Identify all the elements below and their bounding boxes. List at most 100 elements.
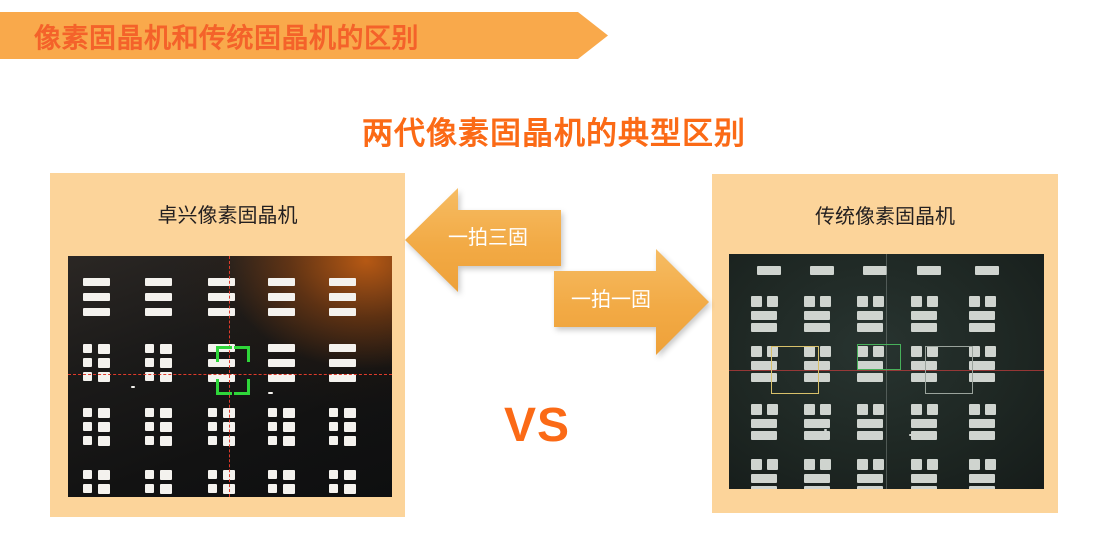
pixel-pad xyxy=(751,486,777,489)
pixel-pad xyxy=(98,484,110,494)
pixel-pad xyxy=(329,359,356,367)
pixel-pad xyxy=(969,296,980,307)
pixel-pad xyxy=(344,408,356,418)
pixel-pad xyxy=(145,408,154,417)
pixel-pad xyxy=(160,344,172,354)
pixel-pad xyxy=(804,311,830,320)
comparison-card-right: 传统像素固晶机 xyxy=(712,174,1058,513)
pixel-pad xyxy=(208,470,217,479)
pixel-pad xyxy=(83,308,110,316)
pixel-pad xyxy=(820,296,831,307)
pixel-pad xyxy=(223,408,235,418)
pixel-pad xyxy=(268,293,295,301)
pixel-pad xyxy=(160,408,172,418)
pixel-pad xyxy=(911,361,937,370)
pixel-pad xyxy=(751,323,777,332)
alignment-bracket-bottom-left xyxy=(216,379,232,395)
pixel-pad xyxy=(857,486,883,489)
pixel-pad xyxy=(283,470,295,480)
pixel-pad xyxy=(268,408,277,417)
arrow-right-label: 一拍一固 xyxy=(571,289,651,311)
pixel-pad xyxy=(911,404,922,415)
pixel-pad xyxy=(751,373,777,382)
pixel-pad xyxy=(757,266,781,275)
pixel-pad xyxy=(911,474,937,483)
pixel-pad xyxy=(329,408,338,417)
pixel-pad xyxy=(145,484,154,493)
pixel-pad xyxy=(767,404,778,415)
pixel-pad xyxy=(160,372,172,382)
pixel-pad xyxy=(268,344,295,352)
pixel-pad xyxy=(969,373,995,382)
pixel-pad xyxy=(857,404,868,415)
pixel-pad xyxy=(751,311,777,320)
pixel-pad xyxy=(820,459,831,470)
pixel-pad xyxy=(969,346,980,357)
card-title-right: 传统像素固晶机 xyxy=(815,206,955,228)
banner-background-shape xyxy=(0,12,608,59)
pixel-pad xyxy=(804,361,830,370)
pixel-pad xyxy=(751,431,777,440)
pixel-pad xyxy=(268,278,295,286)
pixel-pad xyxy=(751,361,777,370)
pixel-pad xyxy=(857,419,883,428)
pixel-pad xyxy=(751,296,762,307)
pixel-pad xyxy=(145,470,154,479)
pixel-pad xyxy=(969,431,995,440)
pixel-pad xyxy=(911,346,922,357)
pixel-pad xyxy=(804,459,815,470)
pixel-pad xyxy=(804,346,815,357)
pixel-pad xyxy=(98,372,110,382)
pixel-pad xyxy=(857,346,868,357)
pixel-pad xyxy=(751,404,762,415)
pixel-pad xyxy=(268,470,277,479)
pixel-pad xyxy=(283,422,295,432)
pixel-pad xyxy=(804,486,830,489)
pixel-pad xyxy=(83,484,92,493)
pixel-pad xyxy=(863,266,887,275)
pixel-pad xyxy=(344,422,356,432)
pixel-pad xyxy=(98,358,110,368)
pixel-pad xyxy=(283,484,295,494)
pixel-pad xyxy=(145,293,172,301)
pixel-pad xyxy=(208,422,217,431)
pixel-pad xyxy=(208,278,235,286)
pixel-pad xyxy=(975,266,999,275)
pixel-pad xyxy=(917,266,941,275)
pixel-pad xyxy=(911,373,937,382)
pixel-pad xyxy=(268,436,277,445)
pixel-pad xyxy=(208,374,235,382)
pixel-pad xyxy=(911,431,937,440)
alignment-bracket-top-right xyxy=(234,346,250,362)
pixel-pad xyxy=(283,408,295,418)
pixel-pad xyxy=(911,486,937,489)
pixel-pad xyxy=(804,323,830,332)
pixel-pad xyxy=(751,474,777,483)
pixel-pad xyxy=(344,470,356,480)
pixel-pad xyxy=(985,459,996,470)
pixel-pad xyxy=(927,404,938,415)
pixel-pad xyxy=(911,323,937,332)
pixel-pad xyxy=(208,293,235,301)
photo-traditional-machine xyxy=(729,254,1044,489)
pixel-pad xyxy=(329,484,338,493)
pixel-pad xyxy=(344,484,356,494)
pixel-pad xyxy=(969,459,980,470)
pixel-pad xyxy=(344,436,356,446)
pixel-pad xyxy=(985,296,996,307)
pixel-pad xyxy=(985,346,996,357)
title-banner: 像素固晶机和传统固晶机的区别 xyxy=(0,12,608,59)
pixel-pad xyxy=(160,358,172,368)
page-title: 两代像素固晶机的典型区别 xyxy=(362,116,746,151)
pixel-pad xyxy=(767,296,778,307)
pixel-pad xyxy=(145,278,172,286)
pixel-pad xyxy=(751,459,762,470)
pixel-pad xyxy=(131,386,135,388)
pixel-pad xyxy=(223,470,235,480)
pixel-pad xyxy=(208,484,217,493)
pixel-pad xyxy=(268,484,277,493)
vs-label: VS xyxy=(504,399,571,452)
detection-box-green xyxy=(857,344,901,370)
pixel-pad xyxy=(329,374,356,382)
pixel-pad xyxy=(329,308,356,316)
